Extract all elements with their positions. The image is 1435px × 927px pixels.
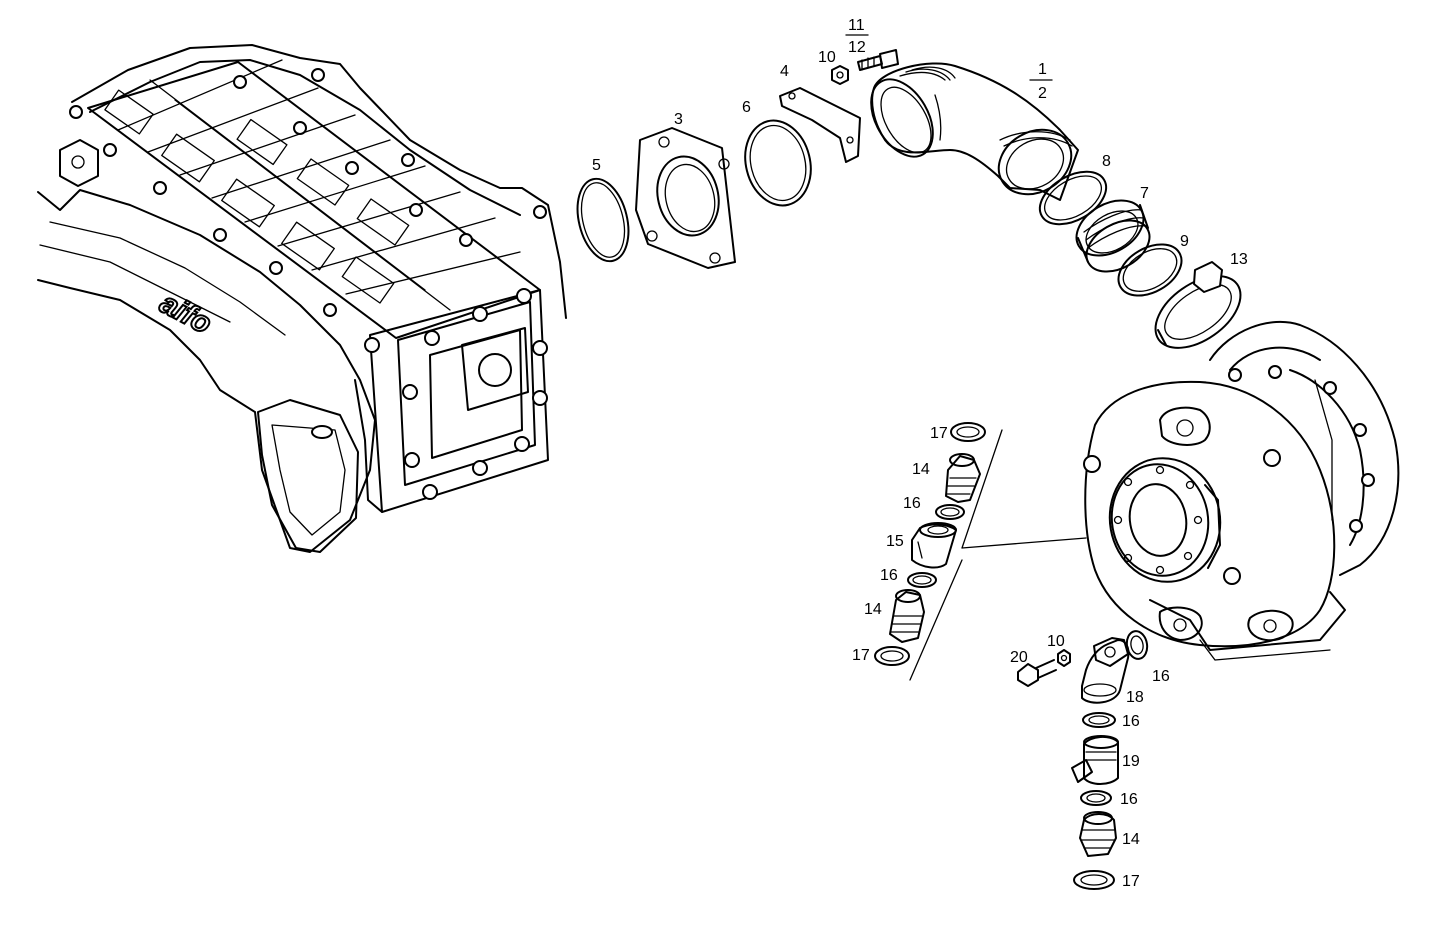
label-9: 9 bbox=[1180, 233, 1189, 250]
label-18: 18 bbox=[1126, 689, 1144, 706]
nut-10-top bbox=[831, 65, 849, 85]
label-6: 6 bbox=[742, 99, 751, 116]
washer-16-b bbox=[907, 572, 937, 588]
label-17-b: 17 bbox=[852, 647, 870, 664]
bracket-4 bbox=[779, 87, 861, 163]
label-12: 12 bbox=[848, 39, 866, 56]
label-19: 19 bbox=[1122, 753, 1140, 770]
fitting-14-a bbox=[945, 453, 981, 503]
label-13: 13 bbox=[1230, 251, 1248, 268]
label-1: 1 bbox=[1038, 61, 1047, 78]
o-ring-8 bbox=[1038, 170, 1108, 226]
banjo-19 bbox=[1071, 735, 1119, 785]
label-11: 11 bbox=[848, 17, 865, 34]
inset-bracket-lines bbox=[909, 429, 1087, 681]
logo-text: aifo bbox=[154, 286, 217, 340]
label-16-e: 16 bbox=[1120, 791, 1138, 808]
washer-16-e bbox=[1080, 790, 1112, 806]
label-16-d: 16 bbox=[1122, 713, 1140, 730]
o-ring-5 bbox=[576, 177, 630, 263]
gasket-ring-6 bbox=[744, 119, 812, 207]
washer-16-c bbox=[1125, 630, 1149, 660]
nut-10-low bbox=[1057, 649, 1071, 667]
bolt-11-12 bbox=[857, 49, 899, 71]
washer-17-c bbox=[1073, 870, 1115, 890]
label-17-a: 17 bbox=[930, 425, 948, 442]
label-10-top: 10 bbox=[818, 49, 836, 66]
label-14-b: 14 bbox=[864, 601, 882, 618]
elbow-fitting-18 bbox=[1081, 637, 1130, 704]
label-16-b: 16 bbox=[880, 567, 898, 584]
washer-17-a bbox=[950, 422, 986, 442]
label-7: 7 bbox=[1140, 185, 1149, 202]
part-labels: 1 2 3 4 5 6 7 8 9 10 11 12 13 17 14 16 1… bbox=[592, 17, 1248, 890]
label-16-c: 16 bbox=[1152, 668, 1170, 685]
washer-16-d bbox=[1082, 712, 1116, 728]
label-16-a: 16 bbox=[903, 495, 921, 512]
washer-16-a bbox=[935, 504, 965, 520]
label-14-a: 14 bbox=[912, 461, 930, 478]
o-ring-9 bbox=[1117, 243, 1183, 297]
washer-17-b bbox=[874, 646, 910, 666]
elbow-pipe-1-2 bbox=[870, 62, 1079, 201]
label-8: 8 bbox=[1102, 153, 1111, 170]
label-4: 4 bbox=[780, 63, 789, 80]
fitting-14-c bbox=[1079, 811, 1117, 857]
flange-plate-3 bbox=[635, 127, 736, 269]
bolt-20 bbox=[1017, 659, 1057, 687]
label-5: 5 bbox=[592, 157, 601, 174]
label-15: 15 bbox=[886, 533, 904, 550]
label-14-c: 14 bbox=[1122, 831, 1140, 848]
sleeve-15 bbox=[911, 522, 957, 569]
gearbox-housing: aifo bbox=[37, 44, 567, 553]
fitting-14-b bbox=[889, 589, 925, 643]
label-17-c: 17 bbox=[1122, 873, 1140, 890]
label-2: 2 bbox=[1038, 85, 1047, 102]
clamp-13 bbox=[1154, 261, 1242, 349]
label-20: 20 bbox=[1010, 649, 1028, 666]
label-10-low: 10 bbox=[1047, 633, 1065, 650]
label-3: 3 bbox=[674, 111, 683, 128]
turbocharger bbox=[1083, 320, 1400, 661]
threaded-adapter-7 bbox=[1075, 199, 1151, 273]
